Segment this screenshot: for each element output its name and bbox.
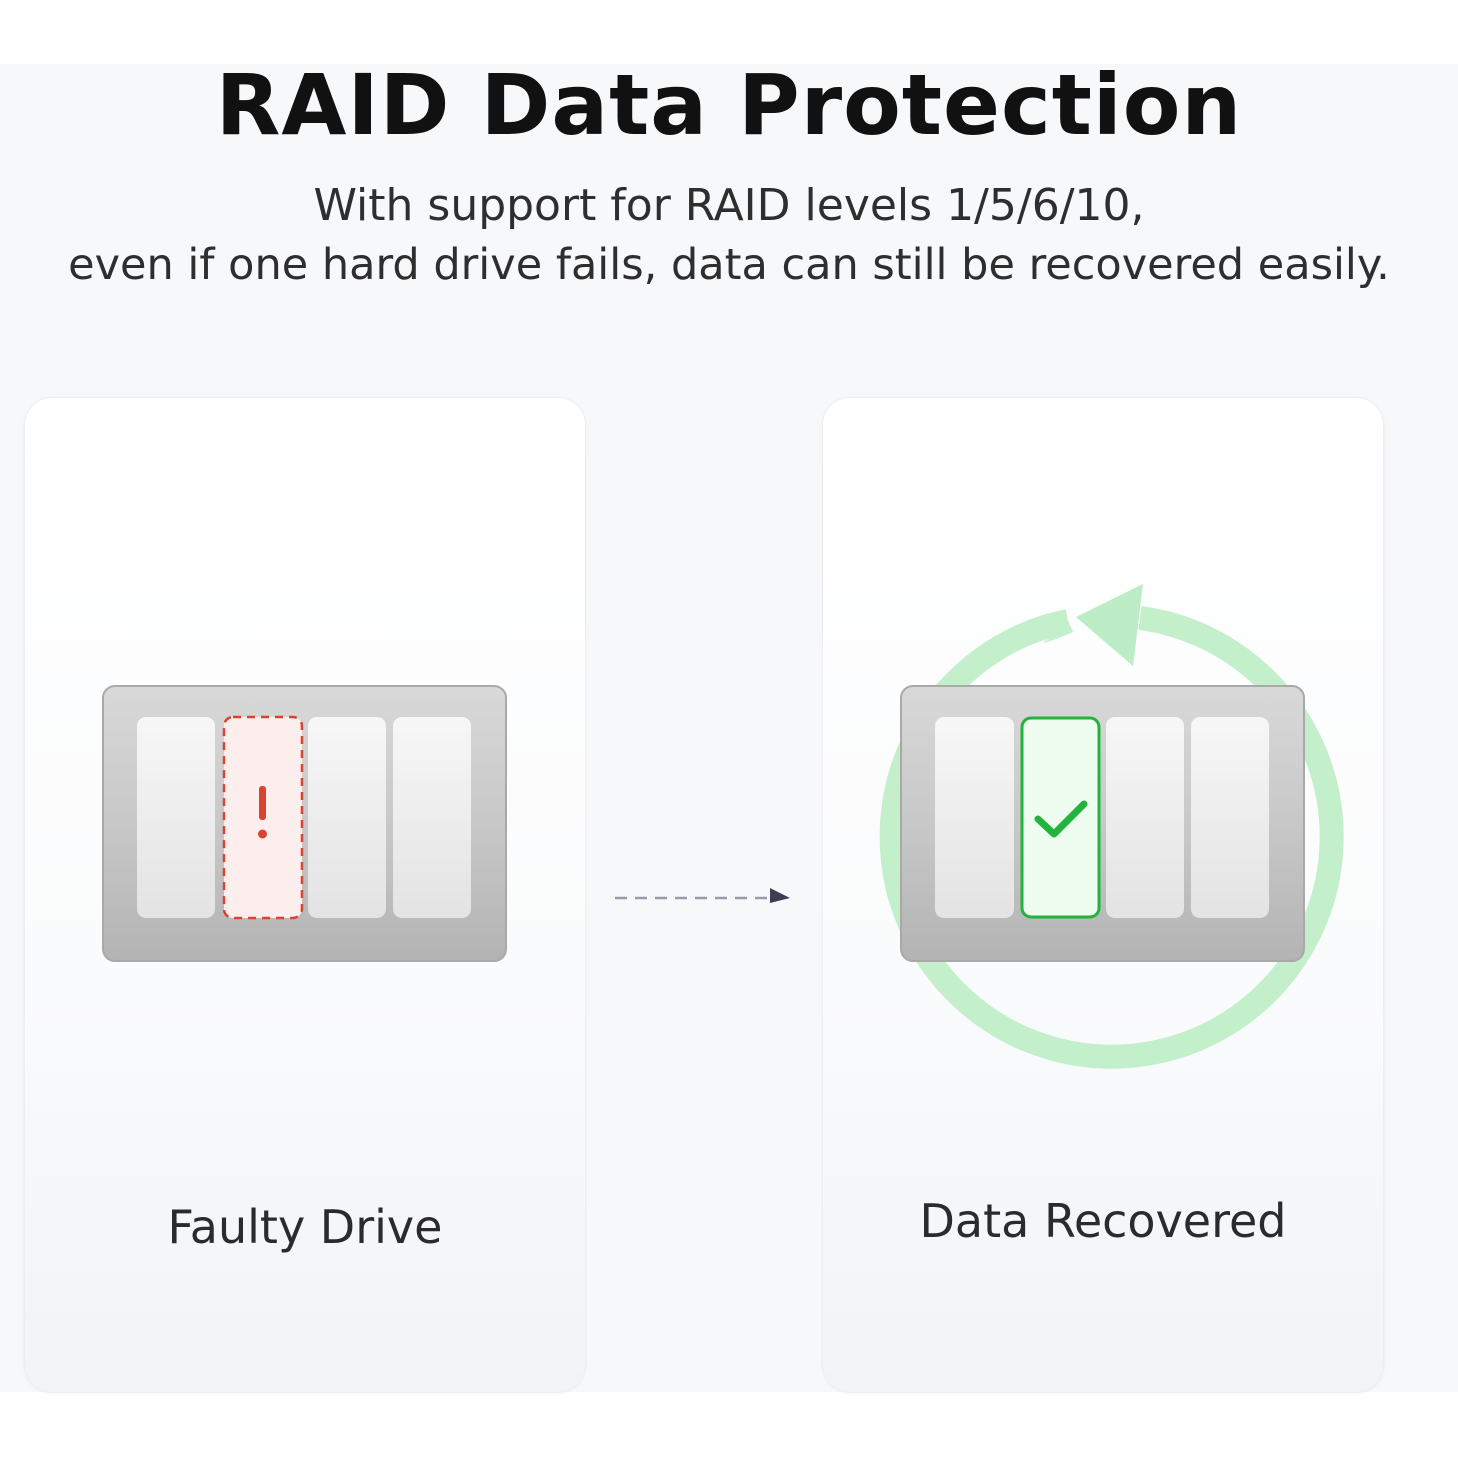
subtitle-line-2: even if one hard drive fails, data can s… [68,240,1390,290]
page-title: RAID Data Protection [215,56,1243,154]
data-recovered-label: Data Recovered [919,1194,1287,1248]
faulty-drive-label: Faulty Drive [167,1200,443,1254]
data-recovered-card: Data Recovered [822,397,1384,1393]
faulty-drive-card: Faulty Drive [24,397,586,1393]
subtitle-line-1: With support for RAID levels 1/5/6/10, [313,180,1145,231]
